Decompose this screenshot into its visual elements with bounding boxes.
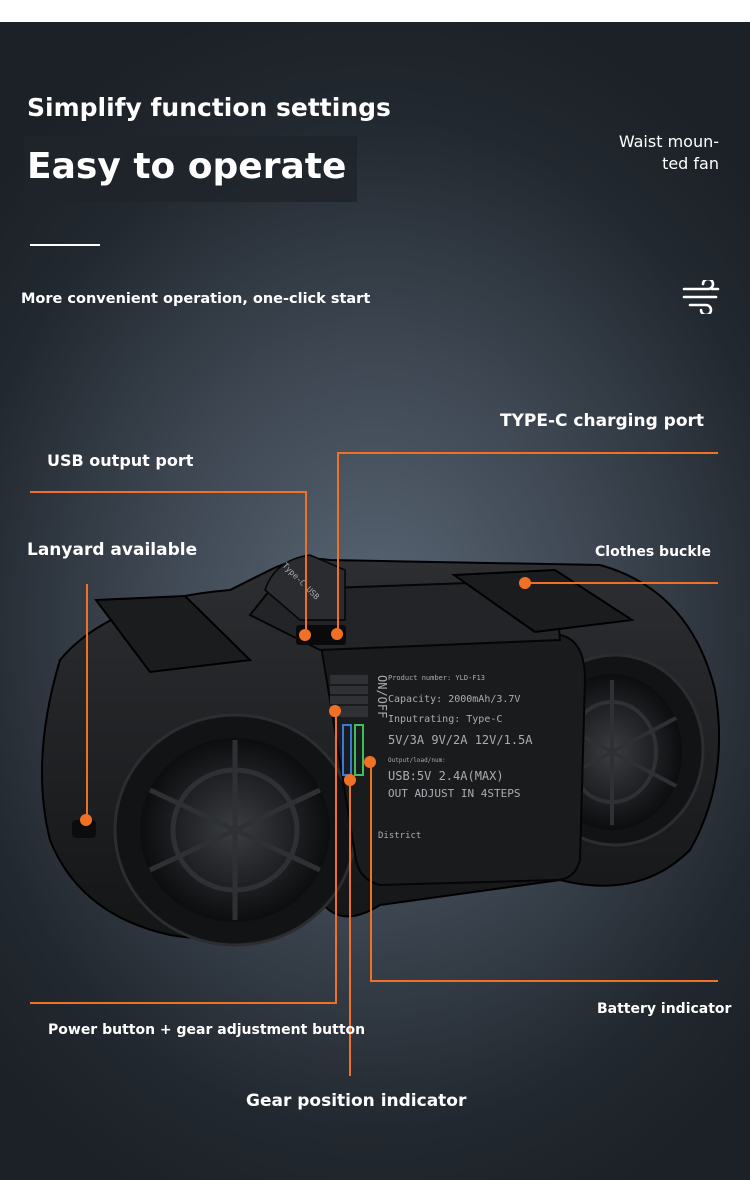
device-district: District xyxy=(378,831,421,841)
label-lanyard: Lanyard available xyxy=(27,540,198,560)
callout-line xyxy=(30,491,307,493)
callout-dot xyxy=(329,705,341,717)
label-clothes-buckle: Clothes buckle xyxy=(595,544,711,560)
callout-dot xyxy=(344,774,356,786)
label-gear-indicator: Gear position indicator xyxy=(246,1091,467,1111)
wind-icon xyxy=(682,280,720,314)
callout-line xyxy=(30,1002,336,1004)
callout-line xyxy=(370,762,372,982)
callout-line xyxy=(86,584,88,820)
device-adjust-steps: OUT ADJUST IN 4STEPS xyxy=(388,787,520,800)
headline-line2: Easy to operate xyxy=(27,146,347,187)
callout-dot xyxy=(364,756,376,768)
callout-line xyxy=(349,780,351,1076)
device-product-number: Product number: YLD-F13 xyxy=(388,674,485,682)
device-on-off: ON/OFF xyxy=(375,675,389,718)
subtitle: More convenient operation, one-click sta… xyxy=(21,291,371,307)
device-input: Inputrating: Type-C xyxy=(388,714,502,725)
label-type-c-port: TYPE-C charging port xyxy=(500,411,705,431)
top-strip xyxy=(0,0,750,22)
callout-dot xyxy=(331,628,343,640)
device-usb-output: USB:5V 2.4A(MAX) xyxy=(388,769,504,783)
callout-line xyxy=(526,582,718,584)
callout-line xyxy=(337,452,718,454)
callout-line xyxy=(305,491,307,634)
product-tag: Waist moun- ted fan xyxy=(618,132,719,173)
label-battery-indicator: Battery indicator xyxy=(597,1001,732,1017)
callout-line xyxy=(337,452,339,634)
callout-dot xyxy=(299,629,311,641)
callout-dot xyxy=(519,577,531,589)
device-input-values: 5V/3A 9V/2A 12V/1.5A xyxy=(388,733,533,747)
label-power-button: Power button + gear adjustment button xyxy=(48,1022,366,1038)
headline-box xyxy=(24,136,357,202)
headline-line1: Simplify function settings xyxy=(27,93,391,122)
callout-dot xyxy=(80,814,92,826)
divider xyxy=(30,244,100,246)
label-usb-output: USB output port xyxy=(47,451,194,470)
callout-line xyxy=(335,712,337,1004)
callout-line xyxy=(370,980,718,982)
device-output-label: Output/load/num: xyxy=(388,757,446,764)
device-capacity: Capacity: 2000mAh/3.7V xyxy=(388,694,520,705)
